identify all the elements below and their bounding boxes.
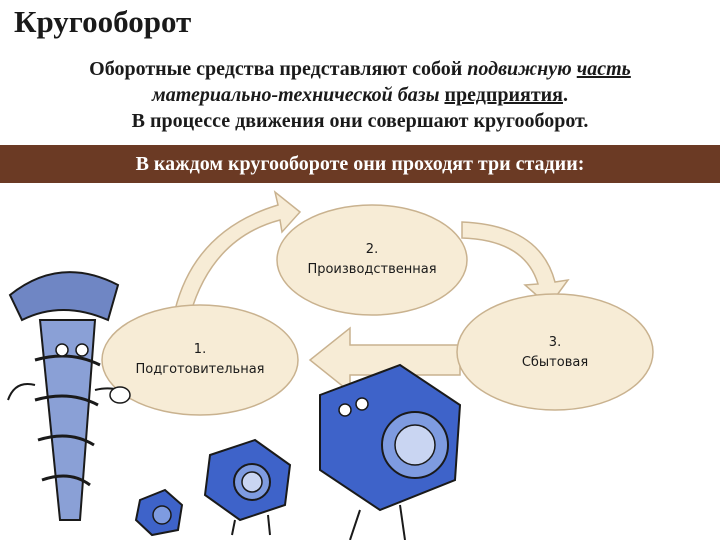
arrow-stage3-to-stage1 <box>308 326 461 394</box>
stage-3-ellipse <box>456 293 654 411</box>
stage-3-text: 3. Сбытовая <box>485 333 625 373</box>
intro-text: Оборотные средства представляют собой по… <box>20 56 700 134</box>
small-nut-character-illustration <box>134 488 184 537</box>
stages-banner: В каждом кругообороте они проходят три с… <box>0 145 720 183</box>
intro-text-1a: Оборотные средства представляют собой <box>89 58 468 80</box>
intro-text-2b: предприятия <box>444 84 563 106</box>
stage-3-number: 3. <box>548 335 562 350</box>
screw-character-illustration <box>7 271 131 521</box>
stage-2-label: Производственная <box>307 262 437 277</box>
stage-1-label: Подготовительная <box>135 362 265 377</box>
intro-line-1: Оборотные средства представляют собой по… <box>20 56 700 82</box>
stage-3-label: Сбытовая <box>521 355 589 370</box>
medium-nut-character-illustration <box>203 438 292 536</box>
intro-text-1b: подвижную <box>467 58 572 80</box>
intro-text-1c: часть <box>576 58 631 80</box>
intro-line-3: В процессе движения они совершают кругоо… <box>131 110 589 132</box>
large-nut-character-illustration <box>319 363 462 540</box>
page-title: Кругооборот <box>14 4 192 39</box>
intro-line-2: материально-технической базы предприятия… <box>20 82 700 108</box>
stage-1-number: 1. <box>193 342 207 357</box>
intro-text-2c: . <box>563 84 568 106</box>
intro-text-2a: материально-технической базы <box>152 84 445 106</box>
stage-1-text: 1. Подготовительная <box>115 340 285 380</box>
arrow-stage1-to-stage2 <box>174 190 302 316</box>
stage-2-ellipse <box>276 204 468 316</box>
stage-2-text: 2. Производственная <box>302 240 442 280</box>
stage-1-ellipse <box>101 304 299 416</box>
stage-2-number: 2. <box>365 242 379 257</box>
